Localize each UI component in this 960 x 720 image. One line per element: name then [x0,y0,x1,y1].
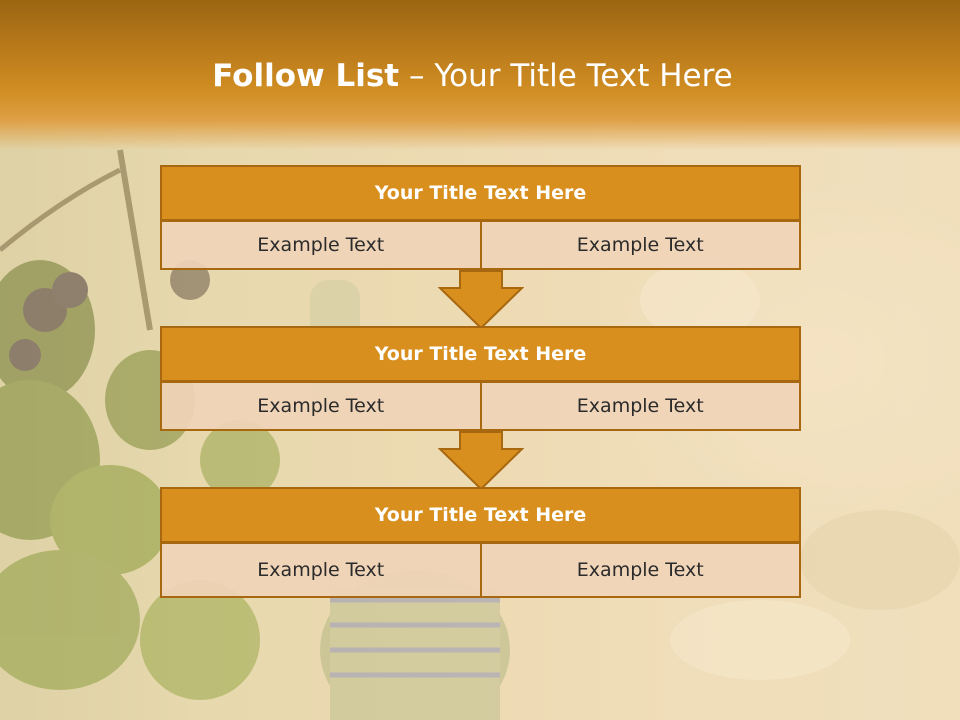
list-block-2: Your Title Text Here Example Text Exampl… [160,326,801,431]
block-cell-right: Example Text [479,542,801,598]
title-bold-part: Follow List [212,58,400,94]
header-band [0,0,960,150]
down-arrow-icon [438,270,524,330]
block-title: Your Title Text Here [160,487,801,543]
title-subtitle-part: – Your Title Text Here [408,58,733,94]
block-cell-right: Example Text [479,381,801,431]
list-block-3: Your Title Text Here Example Text Exampl… [160,487,801,598]
block-title: Your Title Text Here [160,326,801,382]
block-row: Example Text Example Text [160,381,801,431]
slide-title: Follow List – Your Title Text Here [0,52,945,100]
block-title: Your Title Text Here [160,165,801,221]
block-cell-left: Example Text [160,220,482,270]
block-cell-left: Example Text [160,542,482,598]
down-arrow-icon [438,431,524,491]
block-row: Example Text Example Text [160,220,801,270]
block-cell-right: Example Text [479,220,801,270]
list-block-1: Your Title Text Here Example Text Exampl… [160,165,801,270]
block-row: Example Text Example Text [160,542,801,598]
block-cell-left: Example Text [160,381,482,431]
